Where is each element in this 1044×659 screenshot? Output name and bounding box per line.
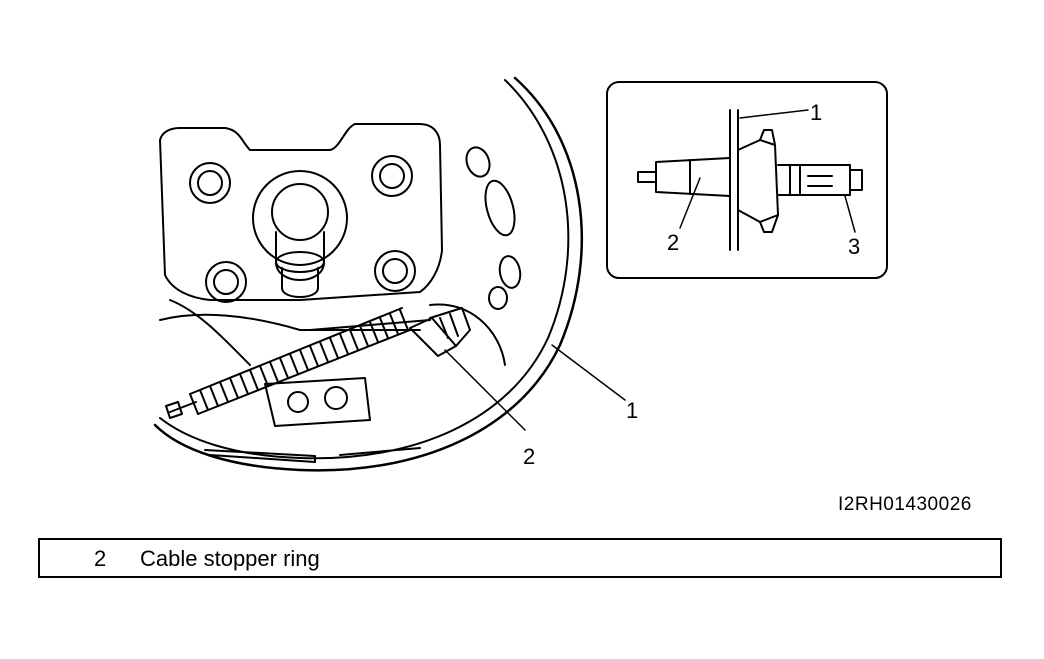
callout-main-1: 1: [626, 398, 638, 423]
legend-item-text: Cable stopper ring: [140, 546, 320, 571]
detail-inset-frame: [606, 81, 888, 279]
bolt-hole-bottom-left: [205, 261, 247, 303]
bolt-hole-top-right: [371, 155, 413, 197]
legend-item-number: 2: [94, 546, 107, 571]
legend-table: 2 Cable stopper ring: [38, 538, 1002, 578]
leader-line-detail-1: [739, 109, 809, 119]
leader-line-detail-2: [679, 177, 701, 229]
backing-plate-outer-rim: [153, 76, 583, 472]
mounting-pad: [159, 123, 443, 301]
leader-line-main-1: [551, 344, 626, 401]
leader-line-main-2: [444, 349, 526, 431]
backing-plate-inner-rim: [159, 79, 570, 460]
brake-cable: [165, 307, 471, 419]
backing-plate-main-view: [153, 76, 626, 472]
cable-spring: [189, 309, 409, 415]
cable-stopper-ring-main: [409, 317, 457, 357]
figure-code: I2RH01430026: [838, 494, 972, 515]
bolt-hole-bottom-right: [374, 250, 416, 292]
axle-hub: [252, 170, 348, 298]
callout-detail-3: 3: [848, 234, 860, 259]
leader-line-detail-3: [844, 195, 856, 233]
callout-main-2: 2: [523, 444, 535, 469]
callout-detail-2: 2: [667, 230, 679, 255]
detail-inset: [606, 81, 888, 279]
cable-stopper-ring-detail: [655, 157, 731, 197]
bolt-hole-top-left: [189, 162, 231, 204]
callout-detail-1: 1: [810, 100, 822, 125]
lower-cutout: [264, 377, 371, 427]
